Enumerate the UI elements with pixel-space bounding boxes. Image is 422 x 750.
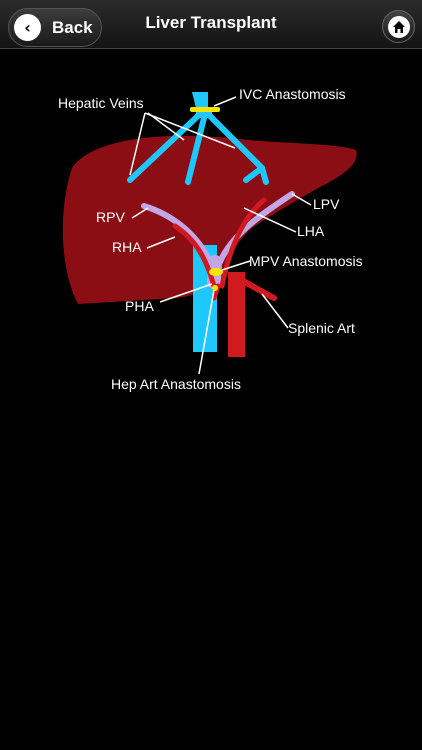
- liver-transplant-diagram: Hepatic Veins IVC Anastomosis LPV RPV LH…: [58, 86, 363, 392]
- leader-lines: [129, 96, 312, 375]
- label-lha: LHA: [297, 223, 325, 239]
- navigation-bar: ‹ Back Liver Transplant: [0, 0, 422, 49]
- hep-art-anastomosis-marker: [212, 285, 218, 291]
- back-button[interactable]: ‹ Back: [8, 8, 102, 47]
- label-hepatic-veins: Hepatic Veins: [58, 95, 144, 111]
- label-rha: RHA: [112, 239, 142, 255]
- back-button-label: Back: [52, 17, 93, 37]
- home-button[interactable]: [382, 10, 415, 43]
- ivc-anastomosis-marker: [190, 107, 220, 112]
- hepatic-veins: [127, 111, 269, 185]
- ivc-vessel: [192, 92, 208, 108]
- aorta-vessel: [228, 272, 245, 357]
- label-lpv: LPV: [313, 196, 340, 212]
- label-rpv: RPV: [96, 209, 125, 225]
- label-mpv-anastomosis: MPV Anastomosis: [249, 253, 363, 269]
- page-title: Liver Transplant: [145, 13, 277, 32]
- label-splenic-art: Splenic Art: [288, 320, 355, 336]
- chevron-left-icon: ‹: [14, 14, 41, 41]
- label-ivc-anastomosis: IVC Anastomosis: [239, 86, 346, 102]
- mpv-anastomosis-marker: [209, 268, 223, 276]
- home-icon: [392, 20, 405, 33]
- label-pha: PHA: [125, 298, 154, 314]
- label-hep-art-anastomosis: Hep Art Anastomosis: [111, 376, 241, 392]
